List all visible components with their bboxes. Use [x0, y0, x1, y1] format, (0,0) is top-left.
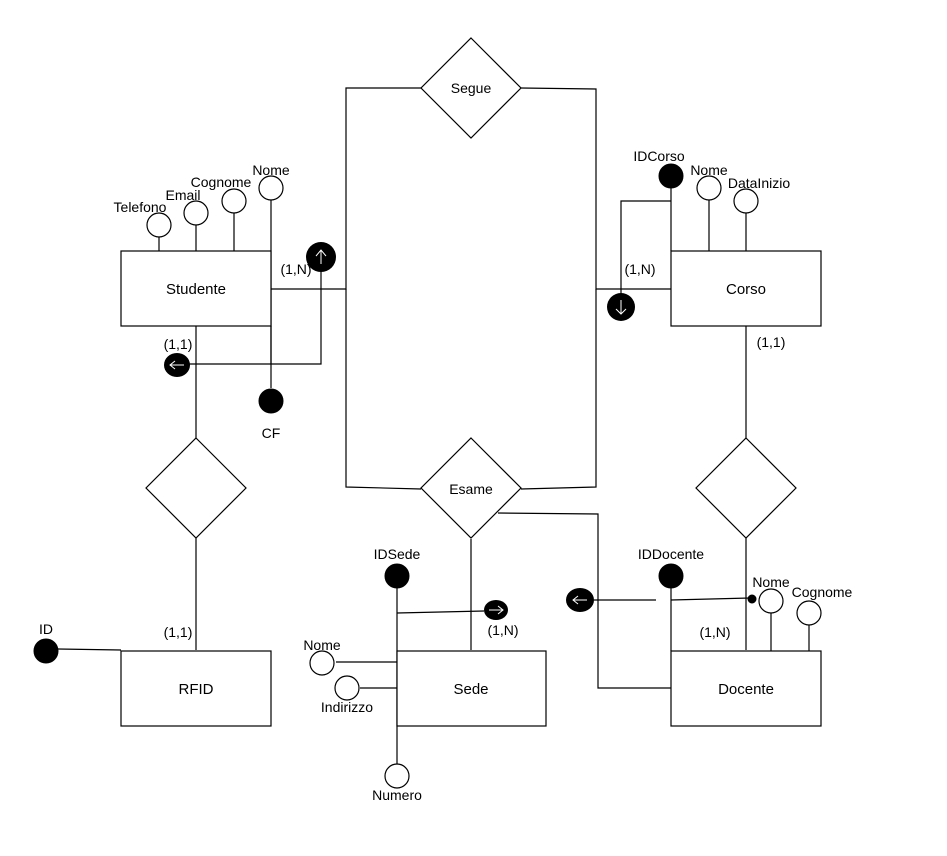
identifier-marker-studente-top: [306, 242, 336, 272]
relationship-label-segue: Segue: [451, 80, 492, 96]
relationship-segue: [420, 37, 522, 139]
attr-label-telefono: Telefono: [114, 199, 167, 215]
attr-label-cognome: Cognome: [191, 174, 252, 190]
entity-label-rfid: RFID: [179, 681, 214, 698]
identifier-circle-iddocente: [658, 563, 684, 589]
attr-circle-corso-nome: [696, 175, 722, 201]
attr-label-cf: CF: [262, 425, 281, 441]
edge-studente-identifier: [270, 268, 322, 365]
attr-circle-cognome: [221, 188, 247, 214]
attr-label-datainizio: DataInizio: [728, 175, 790, 191]
cardinality-studente-rfid: (1,1): [164, 336, 193, 352]
attr-circle-datainizio: [733, 188, 759, 214]
entity-label-corso: Corso: [726, 281, 766, 298]
attr-label-docente-cognome: Cognome: [792, 584, 853, 600]
attr-label-iddocente: IDDocente: [638, 546, 704, 562]
entity-label-docente: Docente: [718, 681, 774, 698]
relationship-corso-docente: [695, 437, 797, 539]
attr-label-numero: Numero: [372, 787, 422, 803]
cardinality-rfid-studente: (1,1): [164, 624, 193, 640]
attr-label-email: Email: [165, 187, 200, 203]
attr-label-studente-nome: Nome: [252, 162, 290, 178]
edge-corso-esame: [520, 289, 597, 490]
external-identifier-markers: [164, 242, 635, 620]
identifier-marker-studente-left: [164, 353, 190, 377]
edge-segue-corso: [520, 87, 671, 290]
attr-circle-docente-cognome: [796, 600, 822, 626]
edge-sede-identifier: [396, 610, 485, 614]
attr-circle-studente-nome: [258, 175, 284, 201]
identifier-marker-corso: [607, 293, 635, 321]
attr-circle-telefono: [146, 212, 172, 238]
edge-esame-docente: [497, 512, 671, 689]
cardinality-sede-esame: (1,N): [487, 622, 518, 638]
relationship-label-esame: Esame: [449, 481, 493, 497]
entity-corso: [670, 250, 822, 327]
relationship-studente-rfid: [145, 437, 247, 539]
identifier-junction-docente: [747, 594, 757, 604]
cardinality-corso-docente: (1,1): [757, 334, 786, 350]
entity-rfid: [120, 650, 272, 727]
edge-studente-segue: [271, 87, 421, 290]
cardinality-docente-esame: (1,N): [699, 624, 730, 640]
identifier-circle-rfid-id: [33, 638, 59, 664]
entity-label-sede: Sede: [453, 681, 488, 698]
identifier-marker-sede: [484, 600, 508, 620]
entity-studente: [120, 250, 272, 327]
entity-label-studente: Studente: [166, 281, 226, 298]
edge-docente-identifier-right: [670, 597, 751, 601]
attr-label-indirizzo: Indirizzo: [321, 699, 373, 715]
attr-label-docente-nome: Nome: [752, 574, 790, 590]
attr-circle-docente-nome: [758, 588, 784, 614]
cardinality-studente-segue: (1,N): [280, 261, 311, 277]
entity-docente: [670, 650, 822, 727]
attr-circle-sede-nome: [309, 650, 335, 676]
attr-circle-numero: [384, 763, 410, 789]
edge-corso-identifier: [620, 200, 671, 296]
edge-attr-rfid-id: [57, 648, 122, 651]
attr-circle-email: [183, 200, 209, 226]
attr-label-rfid-id: ID: [39, 621, 53, 637]
identifier-circle-idsede: [384, 563, 410, 589]
edge-studente-esame: [345, 289, 422, 490]
attr-label-idcorso: IDCorso: [633, 148, 685, 164]
attr-label-sede-nome: Nome: [303, 637, 341, 653]
identifier-circle-idcorso: [658, 163, 684, 189]
attr-label-corso-nome: Nome: [690, 162, 728, 178]
relationship-esame: [420, 437, 522, 539]
identifier-marker-docente: [566, 588, 594, 612]
attr-label-idsede: IDSede: [374, 546, 421, 562]
attr-circle-indirizzo: [334, 675, 360, 701]
identifier-circle-cf: [258, 388, 284, 414]
entity-sede: [396, 650, 547, 727]
cardinality-corso-segue: (1,N): [624, 261, 655, 277]
